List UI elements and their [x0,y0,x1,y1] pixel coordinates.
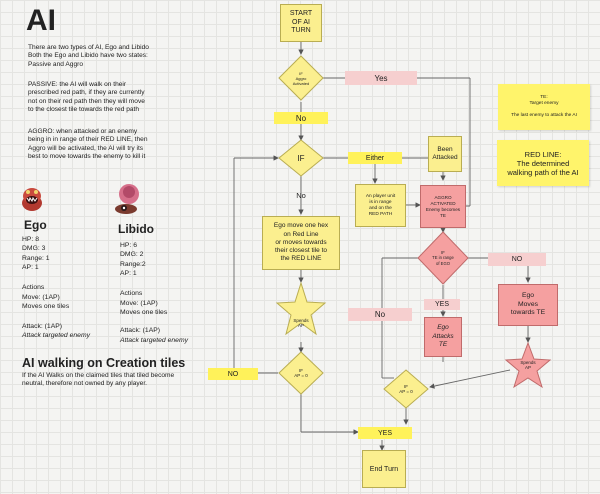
no-label-4: NO [488,253,546,266]
spends-ap-label-2: Spends AP [520,359,536,371]
decision-if [278,139,324,177]
aggro-paragraph: AGGRO: when attacked or an enemy being i… [28,128,148,161]
libido-attack-target: Attack targeted enemy [120,337,189,344]
intro-paragraph: There are two types of AI, Ego and Libid… [28,44,149,68]
no-label-2: No [296,190,306,200]
ego-move-red-line-box: Ego move one hex on Red Line or moves to… [262,216,340,270]
yes-label-2: YES [424,299,460,310]
either-label: Either [348,152,402,164]
no-label-1: No [274,112,328,124]
te-definition-note: TE: Target enemy The last enemy to attac… [498,84,590,130]
ap-zero-label-2: IF AP = 0 [399,383,413,395]
player-in-range-box: An player unit is in range and on the RE… [355,184,406,227]
ego-monster-icon [22,188,42,211]
spends-ap-label-1: Spends AP [293,317,309,329]
yes-label-1: Yes [345,71,417,85]
te-in-range-label: IF TE in range of EGO [432,250,454,266]
decision-aggro-label: IF Aggro Activated [292,70,310,86]
ego-stats: HP: 8 DMG: 3 Range: 1 AP: 1 [22,236,50,272]
ego-actions-title: Actions [22,284,45,291]
yes-label-3: YES [358,427,412,439]
ego-name: Ego [24,218,47,232]
libido-monster-icon [115,184,139,214]
ego-moves-towards-te-box: Ego Moves towards TE [498,284,558,326]
decision-ap-zero-2 [383,369,429,409]
libido-name: Libido [118,222,154,236]
ego-attack-label: Attack: (1AP) [22,323,63,330]
libido-stats: HP: 6 DMG: 2 Range:2 AP: 1 [120,242,146,278]
start-box: START OF AI TURN [280,4,322,42]
ego-attacks-box: Ego Attacks TE [424,317,462,357]
creation-text: If the AI Walks on the claimed tiles tha… [22,372,175,388]
libido-actions-title: Actions [120,290,143,297]
passive-paragraph: PASSIVE: the AI will walk on their presc… [28,81,145,114]
decision-ap-zero-1 [278,351,324,395]
if-label: IF [297,153,305,163]
decision-te-in-range [417,231,469,285]
decision-aggro-activated [278,55,324,101]
been-attacked-box: Been Attacked [428,136,462,172]
page-title: AI [26,4,56,37]
aggro-activated-box: AGGRO ACTIVATED Enemy becomes TE [420,185,466,228]
no-label-3: NO [208,368,258,380]
libido-attack-label: Attack: (1AP) [120,327,161,334]
no-label-5: No [348,308,412,321]
star-spends-ap-1 [275,281,327,336]
end-turn-box: End Turn [362,450,406,488]
libido-move: Move: (1AP) Moves one tiles [120,300,168,317]
star-spends-ap-2 [504,341,552,389]
ego-move: Move: (1AP) Moves one tiles [22,294,70,311]
ap-zero-label-1: IF AP = 0 [294,367,308,379]
creation-heading: AI walking on Creation tiles [22,356,186,370]
red-line-definition-note: RED LINE: The determined walking path of… [497,140,589,186]
ego-attack-target: Attack targeted enemy [22,332,91,339]
